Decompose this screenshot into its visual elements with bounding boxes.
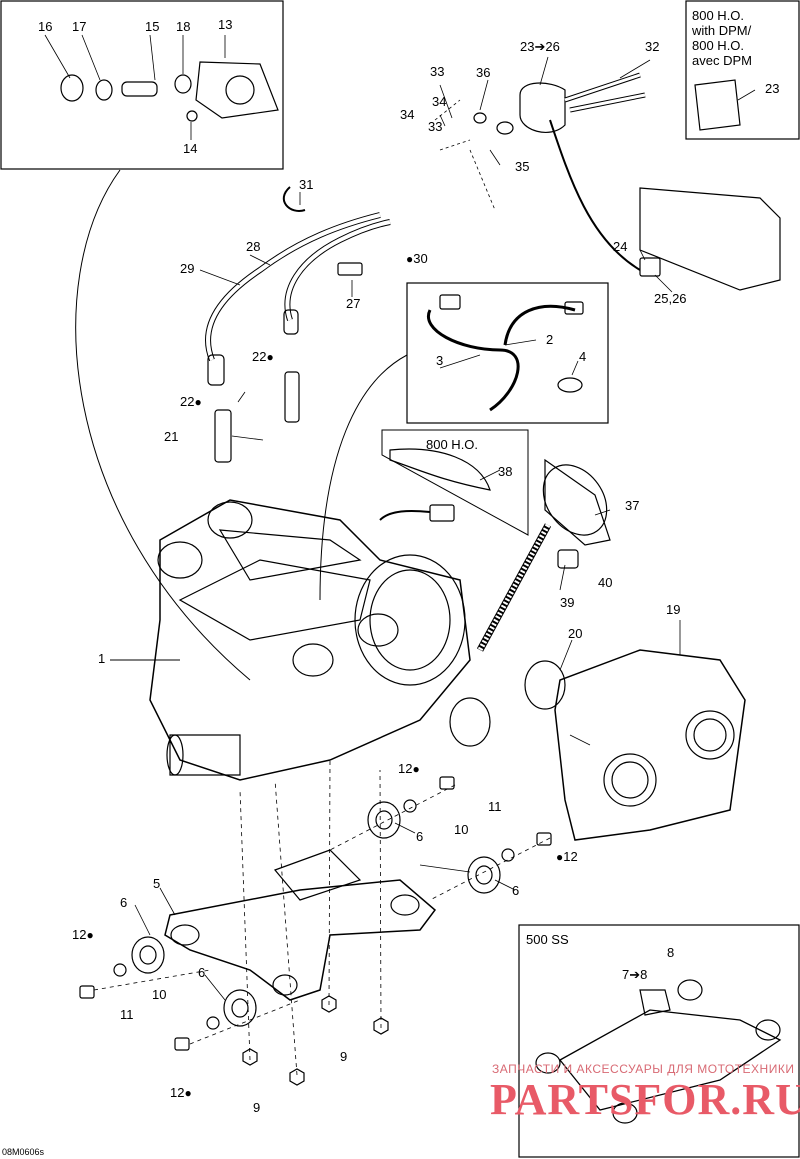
- callout-14: 14: [183, 141, 198, 156]
- callout-12: ●12: [556, 849, 578, 865]
- oil-drop-icon: ●: [194, 395, 202, 409]
- callout-40: 40: [598, 575, 613, 590]
- inset-box-500ss: [518, 924, 800, 1158]
- oil-drop-icon: ●: [412, 762, 420, 776]
- inset-title-dpm: 800 H.O. with DPM/ 800 H.O. avec DPM: [692, 8, 752, 68]
- callout-6: 6: [198, 965, 206, 980]
- watermark-tagline: ЗАПЧАСТИ И АКСЕССУАРЫ ДЛЯ МОТОТЕХНИКИ: [492, 1062, 795, 1076]
- inset-title-line: with DPM/: [692, 23, 752, 38]
- inset-box-800ho: [381, 429, 529, 536]
- callout-32: 32: [645, 39, 660, 54]
- torque-value: 12: [170, 1085, 185, 1100]
- oil-drop-icon: ●: [266, 350, 274, 364]
- callout-20: 20: [568, 626, 583, 641]
- inset-box-top-left: [0, 0, 284, 170]
- callout-15: 15: [145, 19, 160, 34]
- callout-33: 33: [430, 64, 445, 79]
- callout-34: 34: [400, 107, 415, 122]
- leader-harness-inset: [319, 354, 408, 601]
- figure-code: 08M0606s: [2, 1147, 45, 1157]
- oil-drop-icon: ●: [184, 1086, 192, 1100]
- callout-4: 4: [579, 349, 587, 364]
- callout-23-26: 23➔26: [520, 39, 560, 54]
- callout-19: 19: [666, 602, 681, 617]
- callout-2: 2: [546, 332, 554, 347]
- callout-18: 18: [176, 19, 191, 34]
- callout-12: 12●: [72, 927, 94, 943]
- torque-value: 22: [180, 394, 195, 409]
- callout-8-inset: 8: [667, 945, 675, 960]
- callout-5: 5: [153, 876, 161, 891]
- callout-39: 39: [560, 595, 575, 610]
- inset-title-800ho: 800 H.O.: [426, 437, 479, 452]
- inset-title-line: 800 H.O.: [692, 38, 745, 53]
- callout-38: 38: [498, 464, 513, 479]
- torque-value: 12: [72, 927, 87, 942]
- callout-36: 36: [476, 65, 491, 80]
- watermark-logo: PARTSFOR.RU: [490, 1075, 800, 1124]
- oil-drop-icon: ●: [86, 928, 94, 942]
- callout-31: 31: [299, 177, 314, 192]
- callout-34: 34: [432, 94, 447, 109]
- torque-value: 22: [252, 349, 267, 364]
- callout-37: 37: [625, 498, 640, 513]
- callout-9: 9: [340, 1049, 348, 1064]
- inset-box-harness: [406, 282, 609, 424]
- callout-29: 29: [180, 261, 195, 276]
- callout-9: 9: [253, 1100, 261, 1115]
- callout-1: 1: [98, 651, 106, 666]
- inset-box-top-right: [685, 0, 800, 140]
- callout-12: 12●: [398, 761, 420, 777]
- engine-mount-plate: [164, 879, 437, 1001]
- callout-30: ●30: [406, 251, 428, 267]
- callout-35: 35: [515, 159, 530, 174]
- oil-drop-icon: ●: [556, 850, 564, 864]
- callout-11: 11: [488, 799, 502, 814]
- callout-6: 6: [512, 883, 520, 898]
- callout-25-26: 25,26: [654, 291, 687, 306]
- callout-10: 10: [454, 822, 469, 837]
- callout-3: 3: [436, 353, 444, 368]
- inset-title-500ss: 500 SS: [526, 932, 569, 947]
- callout-7-8-inset: 7➔8: [622, 967, 648, 982]
- callout-27: 27: [346, 296, 361, 311]
- callout-33: 33: [428, 119, 443, 134]
- callout-16: 16: [38, 19, 53, 34]
- leader-top-inset: [75, 169, 251, 681]
- callout-6: 6: [120, 895, 128, 910]
- callout-23-inset: 23: [765, 81, 780, 96]
- callout-11: 11: [120, 1007, 134, 1022]
- callout-22: 22●: [180, 394, 202, 410]
- inset-title-line: 800 H.O.: [692, 8, 745, 23]
- callout-24: 24: [613, 239, 628, 254]
- callout-21: 21: [164, 429, 179, 444]
- oil-drop-icon: ●: [406, 252, 414, 266]
- inset-title-line: avec DPM: [692, 53, 752, 68]
- callout-13: 13: [218, 17, 233, 32]
- callout-12: 12●: [170, 1085, 192, 1101]
- callout-17: 17: [72, 19, 87, 34]
- callout-6: 6: [416, 829, 424, 844]
- torque-value: 30: [413, 251, 428, 266]
- callout-10: 10: [152, 987, 167, 1002]
- callout-28: 28: [246, 239, 261, 254]
- torque-value: 12: [563, 849, 578, 864]
- torque-value: 12: [398, 761, 413, 776]
- callout-22: 22●: [252, 349, 274, 365]
- engine-block: [149, 499, 471, 781]
